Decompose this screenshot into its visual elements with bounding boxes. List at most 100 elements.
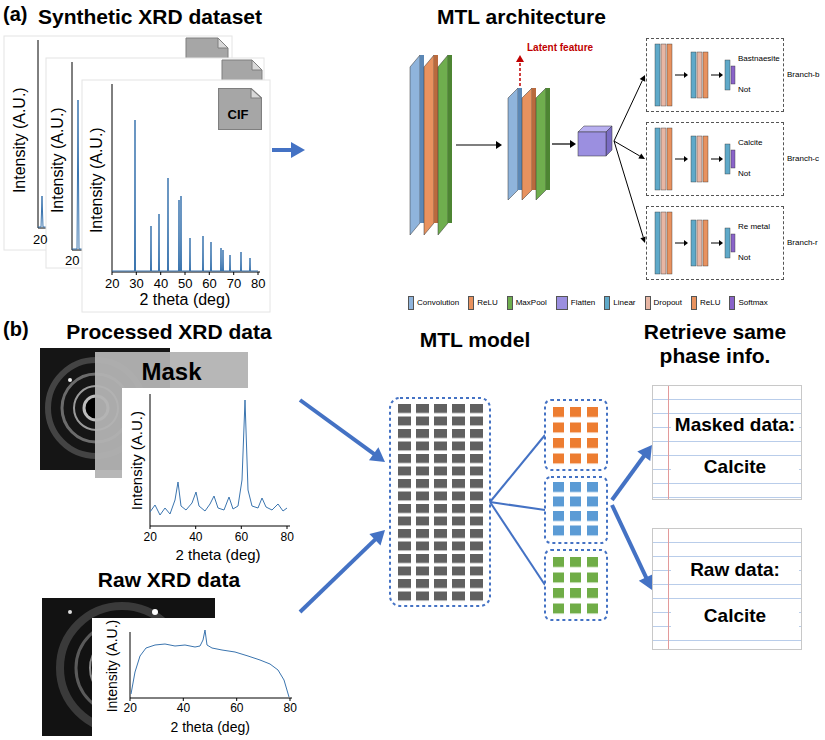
- axis-title: Intensity (A.U.): [88, 127, 106, 233]
- legend-swatch: [408, 296, 414, 310]
- axis-title: Intensity (A.U.): [49, 107, 67, 213]
- note-text: Calcite: [671, 605, 799, 627]
- mask-label: Mask: [95, 358, 248, 386]
- conv-block: [522, 88, 532, 200]
- xrd-plot-back: [218, 38, 228, 48]
- flatten-block: [606, 126, 612, 156]
- conv-block: [410, 55, 420, 235]
- axis-title: 2 theta (deg): [171, 719, 250, 735]
- layer-arrow: [456, 140, 576, 149]
- legend-swatch: [729, 296, 735, 310]
- legend-text: ReLU: [477, 298, 497, 307]
- annotation: Latent feature: [527, 42, 593, 54]
- class-label: Not: [738, 253, 750, 262]
- legend-item: Softmax: [729, 296, 767, 310]
- tick-label: 40: [177, 702, 190, 716]
- legend-swatch: [556, 296, 568, 310]
- layer-arrow: [456, 144, 496, 145]
- conv-block: [508, 88, 518, 200]
- xrd-plot-raw: [130, 698, 290, 701]
- conv-block: [536, 88, 546, 200]
- branch-label: Branch-r: [787, 238, 818, 247]
- legend-swatch: [645, 296, 651, 310]
- note-text: Raw data:: [671, 559, 799, 581]
- legend-item: Dropout: [645, 296, 682, 310]
- tick-label: 70: [227, 277, 241, 292]
- axis-title: Intensity (A.U.): [127, 411, 144, 510]
- legend: ConvolutionReLUMaxPoolFlattenLinearDropo…: [408, 296, 768, 310]
- model-network: [398, 404, 488, 604]
- flow-arrow: [272, 142, 305, 158]
- branch-layers: [655, 44, 735, 106]
- tick-label: 80: [284, 702, 297, 716]
- branch-box: BastnaesiteNotBranch-b: [646, 38, 784, 112]
- arrow-line: [612, 505, 647, 579]
- model-network: [553, 482, 604, 540]
- xrd-plot-processed: [150, 526, 287, 529]
- xrd-plot-raw: [131, 630, 289, 697]
- file-icon-outline: [251, 89, 261, 99]
- tick-label: 80: [251, 277, 265, 292]
- class-label: Bastnaesite: [738, 54, 780, 63]
- arrow-line: [272, 148, 293, 152]
- panel-letter: (b): [3, 318, 29, 341]
- model-network: [545, 400, 607, 470]
- flatten-block: [578, 126, 612, 156]
- branch-split: [640, 75, 646, 82]
- latent-pointer: [516, 55, 524, 86]
- class-label: Re metal: [738, 222, 770, 231]
- latent-pointer: [516, 55, 524, 62]
- legend-text: MaxPool: [516, 298, 547, 307]
- legend-item: ReLU: [468, 296, 497, 310]
- class-label: Not: [738, 169, 750, 178]
- tick-label: 30: [129, 277, 143, 292]
- conv-block: [420, 55, 424, 223]
- panel-heading: Processed XRD data: [38, 320, 300, 344]
- arrow-line: [612, 455, 645, 500]
- tick-label: 20: [65, 254, 79, 269]
- legend-swatch: [468, 296, 474, 310]
- model-network: [553, 557, 604, 619]
- layer-arrow: [570, 140, 576, 148]
- note-text: Masked data:: [671, 414, 799, 436]
- model-network: [390, 398, 607, 620]
- panel-letter: (a): [3, 3, 27, 26]
- tick-label: 60: [202, 277, 216, 292]
- tick-label: 40: [189, 531, 202, 545]
- legend-item: ReLU: [691, 296, 720, 310]
- diffraction-image: [68, 610, 72, 614]
- xrd-plot-raw: [130, 632, 292, 698]
- conv-block: [434, 55, 438, 223]
- legend-item: Flatten: [556, 296, 595, 310]
- conv-block: [438, 55, 448, 235]
- legend-swatch: [604, 296, 610, 310]
- diffraction-image: [152, 609, 158, 615]
- flow-arrow: [300, 530, 385, 612]
- model-network: [390, 398, 490, 606]
- branch-split: [640, 236, 645, 243]
- tick-label: 40: [154, 277, 168, 292]
- xrd-plot-processed: [122, 388, 296, 564]
- cif-file-icon: CIF: [218, 88, 262, 130]
- file-label: CIF: [218, 108, 258, 123]
- conv-block: [518, 88, 522, 190]
- model-network: [553, 407, 604, 469]
- tick-label: 60: [235, 531, 248, 545]
- model-network: [490, 502, 545, 510]
- tick-label: 50: [178, 277, 192, 292]
- data-group: Processed XRD dataMask: [38, 318, 300, 566]
- conv-block: [532, 88, 536, 190]
- data-group: Raw XRD data: [38, 566, 300, 738]
- legend-text: Dropout: [654, 298, 682, 307]
- legend-item: Convolution: [408, 296, 459, 310]
- axis-title: 2 theta (deg): [140, 291, 231, 309]
- model-network: [490, 435, 545, 502]
- xrd-plot-front: [112, 272, 258, 275]
- class-label: Calcite: [738, 138, 762, 147]
- mask-panel: Mask: [95, 352, 248, 478]
- model-group: MTL model: [385, 322, 612, 625]
- arrow-line: [300, 400, 375, 455]
- branch-label: Branch-b: [787, 70, 819, 79]
- arrow-line: [300, 538, 376, 612]
- branch-box: Re metalNotBranch-r: [646, 206, 784, 280]
